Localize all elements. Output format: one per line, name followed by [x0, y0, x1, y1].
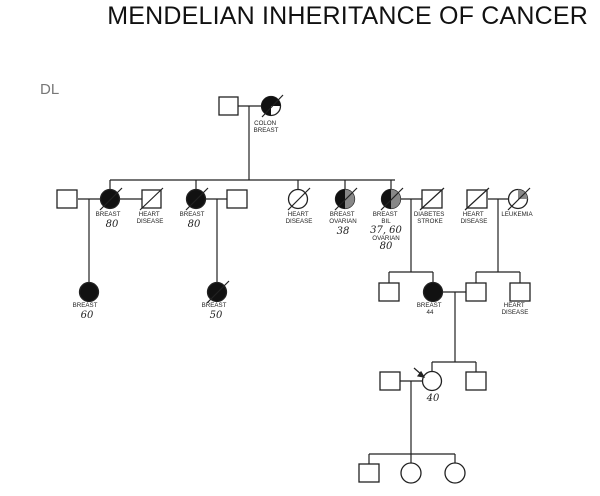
gen2-female-5-label: BREAST BIL	[373, 211, 399, 225]
gen5-female-child-2	[444, 462, 466, 484]
gen1-male	[218, 96, 239, 116]
gen2-male-3	[226, 189, 248, 209]
gen3-male-1	[378, 282, 400, 302]
proband-female	[421, 370, 443, 392]
gen2-male-5-deceased	[419, 187, 445, 211]
gen5-male-child	[358, 463, 380, 483]
gen2-female-1-age: 80	[106, 219, 119, 230]
gen1-female-affected	[260, 94, 284, 118]
gen3-female-1-label: BREAST	[73, 302, 98, 309]
gen2-female-5-age-2: 80	[380, 241, 393, 252]
gen3-female-1-age: 60	[81, 310, 94, 321]
gen2-female-5-ages: 37, 60	[370, 225, 402, 236]
gen4-male-spouse	[379, 371, 401, 391]
pedigree-lines	[78, 105, 521, 464]
gen3-female-2-age: 50	[210, 310, 223, 321]
gen2-female-5-affected	[380, 187, 404, 211]
gen2-male-5-label: DIABETES STROKE	[414, 211, 446, 225]
gen2-female-2-label: BREAST	[180, 211, 205, 218]
gen2-female-2-affected	[185, 187, 209, 211]
gen3-female-3-affected	[422, 281, 444, 303]
gen2-female-1-affected	[99, 187, 123, 211]
slide-title: MENDELIAN INHERITANCE OF CANCER	[107, 2, 588, 30]
proband-age: 40	[426, 393, 440, 404]
gen2-female-4-affected	[334, 187, 358, 211]
gen3-male-2	[465, 282, 487, 302]
gen2-male-1	[56, 189, 78, 209]
gen2-male-6-label: HEART DISEASE	[461, 211, 488, 225]
gen2-female-6-label: LEUKEMIA	[501, 211, 533, 218]
gen2-female-4-label: BREAST OVARIAN	[329, 211, 356, 225]
gen3-female-3-label: BREAST 44	[417, 302, 443, 316]
gen1-female-label: COLON BREAST	[254, 120, 279, 134]
gen2-female-1-label: BREAST	[96, 211, 121, 218]
gen5-female-child-1	[400, 462, 422, 484]
corner-text: DL	[40, 81, 59, 98]
proband-arrow-icon	[413, 367, 426, 378]
gen4-male-sibling	[465, 371, 487, 391]
gen2-female-6-deceased	[507, 187, 531, 211]
gen3-female-2-label: BREAST	[202, 302, 227, 309]
gen2-female-2-age: 80	[188, 219, 201, 230]
gen2-female-3-label: HEART DISEASE	[286, 211, 313, 225]
gen2-male-2-label: HEART DISEASE	[137, 211, 164, 225]
gen2-male-6-deceased	[464, 187, 490, 211]
gen3-female-2-affected	[206, 280, 230, 304]
gen3-male-3-label: HEART DISEASE	[502, 302, 529, 316]
gen2-male-2-deceased	[139, 187, 164, 211]
gen3-male-3	[509, 282, 531, 302]
gen2-female-5-ovarian: OVARIAN	[372, 235, 399, 242]
gen3-female-1-affected	[78, 281, 100, 303]
gen2-female-3-deceased	[287, 187, 311, 211]
gen2-female-4-age: 38	[337, 226, 350, 237]
